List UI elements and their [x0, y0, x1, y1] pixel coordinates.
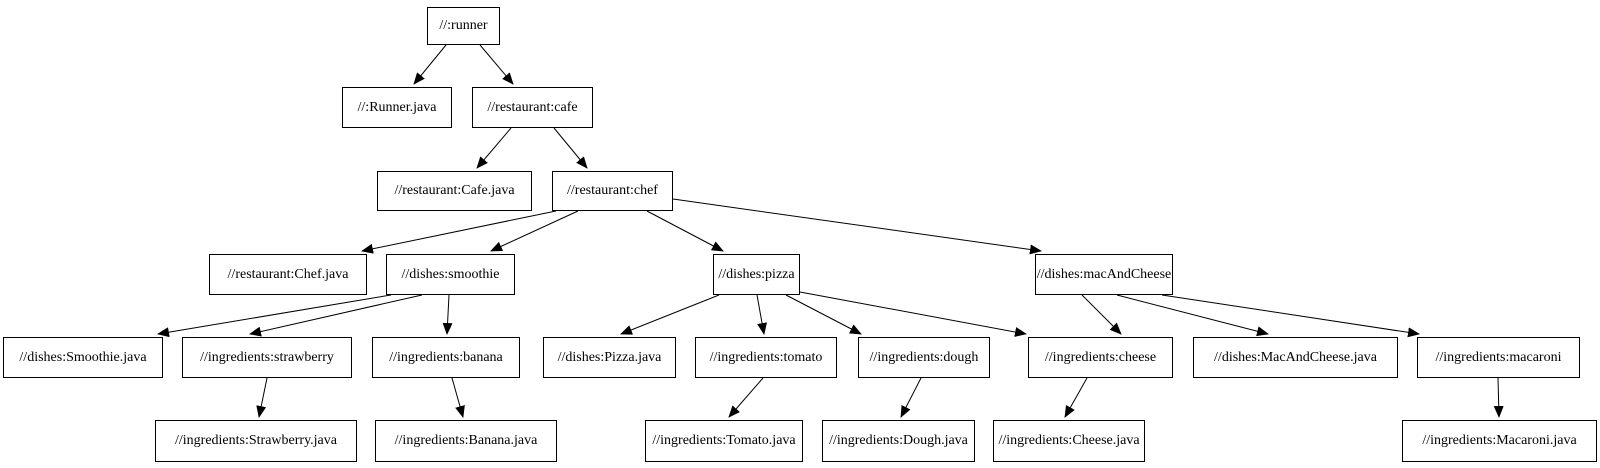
graph-node-smoothie: //dishes:smoothie [386, 254, 515, 295]
edge-chef-to-mac-and-cheese [672, 198, 1042, 255]
graph-node-runner: //:runner [427, 7, 500, 45]
graph-node-tomato: //ingredients:tomato [695, 337, 837, 378]
edge-smoothie-to-banana [442, 294, 453, 335]
graph-node-smoothie-java: //dishes:Smoothie.java [3, 337, 163, 378]
graph-node-tomato-java: //ingredients:Tomato.java [645, 420, 803, 462]
edge-group [157, 44, 1504, 418]
edge-chef-to-pizza [646, 210, 724, 252]
edge-chef-to-chef-java [361, 210, 557, 254]
graph-node-mac-and-cheese: //dishes:macAndCheese [1035, 254, 1173, 295]
graph-node-label: //ingredients:Cheese.java [998, 433, 1140, 448]
edge-chef-to-smoothie [490, 210, 579, 252]
edge-strawberry-to-strawberry-java [256, 377, 268, 418]
edge-smoothie-to-smoothie-java [157, 294, 392, 338]
graph-node-chef-java: //restaurant:Chef.java [209, 254, 367, 295]
graph-node-label: //ingredients:cheese [1044, 349, 1157, 365]
edge-mac-and-cheese-to-macaroni [1161, 294, 1420, 338]
edge-smoothie-to-strawberry [249, 294, 423, 337]
edge-tomato-to-tomato-java [728, 377, 764, 418]
graph-node-label: //dishes:Smoothie.java [19, 349, 147, 365]
graph-node-cheese: //ingredients:cheese [1028, 337, 1173, 378]
edge-pizza-to-tomato [756, 294, 767, 335]
graph-node-label: //restaurant:Cafe.java [394, 183, 515, 198]
graph-node-pizza-java: //dishes:Pizza.java [543, 337, 676, 378]
graph-node-label: //ingredients:banana [389, 349, 503, 365]
graph-node-runner-java: //:Runner.java [342, 87, 452, 128]
graph-node-label: //dishes:smoothie [401, 266, 500, 282]
edge-pizza-to-cheese [799, 291, 1027, 337]
edge-cafe-to-chef [553, 127, 588, 169]
edge-pizza-to-pizza-java [620, 294, 720, 335]
edge-banana-to-banana-java [451, 377, 465, 418]
edge-dough-to-dough-java [900, 377, 922, 418]
graph-node-label: //dishes:Pizza.java [557, 349, 662, 365]
graph-node-label: //ingredients:Strawberry.java [175, 433, 337, 448]
graph-node-label: //ingredients:Macaroni.java [1422, 433, 1577, 448]
graph-node-label: //dishes:MacAndCheese.java [1214, 349, 1377, 365]
graph-node-strawberry-java: //ingredients:Strawberry.java [155, 420, 357, 462]
edge-macaroni-to-macaroni-java [1493, 377, 1504, 418]
graph-node-dough-java: //ingredients:Dough.java [822, 420, 975, 462]
graph-node-macaroni-java: //ingredients:Macaroni.java [1402, 420, 1597, 462]
graph-node-label: //ingredients:Banana.java [394, 433, 538, 448]
graph-node-label: //:runner [439, 18, 488, 33]
graph-node-strawberry: //ingredients:strawberry [182, 337, 352, 378]
edge-pizza-to-dough [785, 294, 862, 335]
graph-node-label: //restaurant:Chef.java [227, 266, 349, 282]
graph-node-mac-and-cheese-java: //dishes:MacAndCheese.java [1193, 337, 1398, 378]
graph-node-chef: //restaurant:chef [552, 171, 673, 211]
edge-runner-to-cafe [479, 44, 514, 85]
graph-node-label: //ingredients:macaroni [1435, 349, 1562, 365]
graph-node-label: //restaurant:chef [567, 183, 658, 198]
graph-node-label: //ingredients:tomato [709, 349, 823, 365]
graph-node-cafe: //restaurant:cafe [472, 87, 593, 128]
graph-node-cheese-java: //ingredients:Cheese.java [993, 420, 1145, 462]
graph-node-label: //restaurant:cafe [487, 99, 578, 115]
edge-mac-and-cheese-to-mac-and-cheese-java [1116, 294, 1269, 337]
edge-runner-to-runner-java [413, 44, 447, 85]
graph-node-label: //ingredients:strawberry [200, 349, 334, 365]
edge-cheese-to-cheese-java [1064, 377, 1088, 418]
graph-node-banana: //ingredients:banana [372, 337, 520, 378]
graph-node-label: //dishes:macAndCheese [1036, 266, 1172, 282]
graph-node-label: //dishes:pizza [718, 266, 795, 282]
edge-mac-and-cheese-to-cheese [1081, 294, 1122, 335]
graph-node-pizza: //dishes:pizza [713, 254, 800, 295]
graph-node-label: //ingredients:Dough.java [829, 433, 968, 448]
graph-node-macaroni: //ingredients:macaroni [1417, 337, 1580, 378]
graph-node-dough: //ingredients:dough [858, 337, 990, 378]
graph-node-label: //ingredients:Tomato.java [652, 433, 796, 448]
graph-node-banana-java: //ingredients:Banana.java [375, 420, 557, 462]
graph-node-label: //:Runner.java [357, 99, 437, 115]
graph-node-cafe-java: //restaurant:Cafe.java [377, 171, 532, 211]
graph-node-label: //ingredients:dough [869, 349, 979, 365]
edge-cafe-to-cafe-java [476, 127, 512, 169]
